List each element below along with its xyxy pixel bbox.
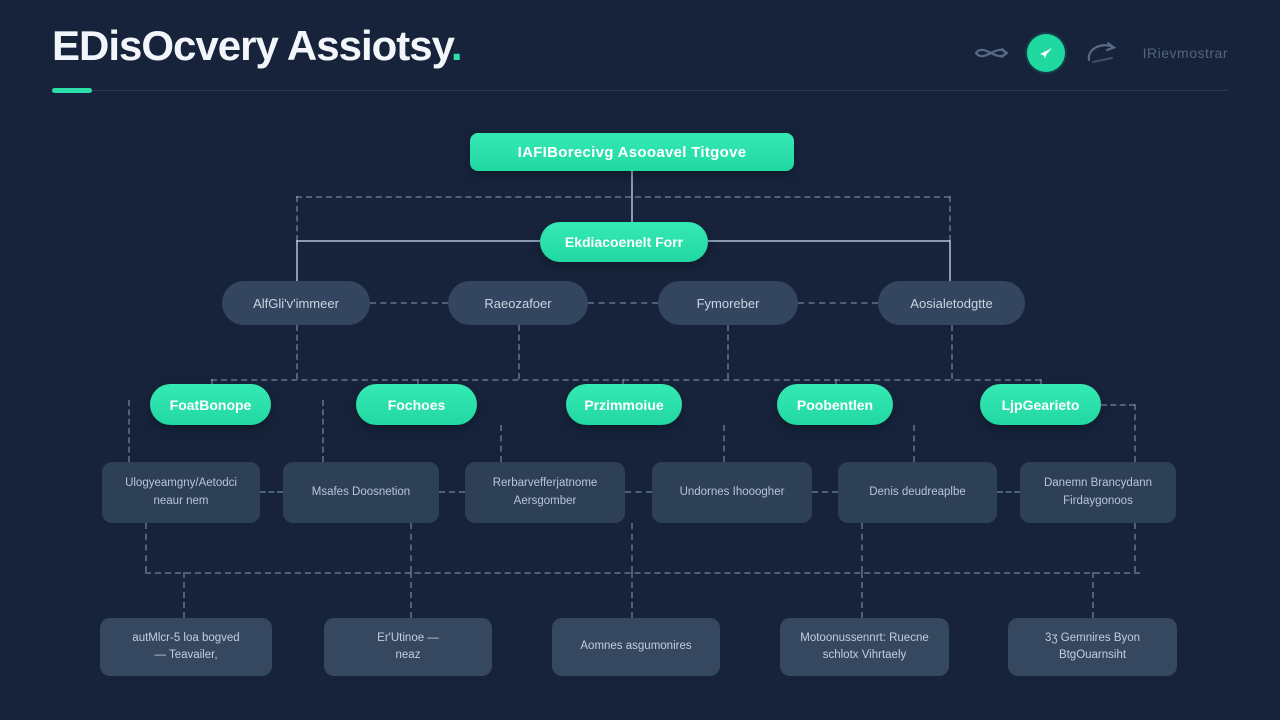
page-title: EDisOcvery Assiotsy. (52, 22, 463, 70)
connector-line (1134, 523, 1136, 572)
connector-line (625, 491, 652, 493)
org-node-level3: Aosialetodgtte (878, 281, 1025, 325)
org-node-level4: Poobentlen (777, 384, 893, 425)
connector-line (410, 523, 412, 572)
connector-line (500, 425, 502, 462)
page-title-text: EDisOcvery Assiotsy (52, 22, 452, 69)
connector-line (410, 572, 412, 618)
connector-line (1092, 572, 1094, 618)
connector-line (812, 491, 838, 493)
connector-line (322, 400, 324, 462)
connector-line (211, 379, 213, 387)
org-node-level4: FoatBonope (150, 384, 271, 425)
connector-line (631, 171, 633, 222)
connector-line (1134, 404, 1136, 462)
connector-line (1040, 379, 1042, 387)
connector-line (951, 325, 953, 379)
send-icon[interactable] (1026, 34, 1065, 72)
connector-line (588, 302, 658, 304)
org-node-level5: Rerbarvefferjatnome Aersgomber (465, 462, 625, 523)
org-node-level6: Er'Utinoe — neaz (324, 618, 492, 676)
shuffle-icon[interactable] (971, 33, 1011, 73)
connector-line (145, 523, 147, 572)
org-node-level4: Przimmoiue (566, 384, 682, 425)
org-node-level6: 3ʒ Gemnires Byon BtgOuarnsiht (1008, 618, 1177, 676)
org-node-level3: Fymoreber (658, 281, 798, 325)
header-divider (92, 90, 1228, 91)
title-accent-underline (52, 88, 92, 93)
org-node-level5: Danemn Brancydann Firdaygonoos (1020, 462, 1176, 523)
connector-line (861, 572, 863, 618)
connector-line (296, 325, 298, 379)
connector-line (861, 523, 863, 572)
connector-line (723, 425, 725, 462)
org-node-level5: Ulogyeamgny/Aetodci neaur nem (102, 462, 260, 523)
connector-line (949, 240, 951, 281)
connector-line (439, 491, 465, 493)
org-node-level5: Undornes Ihooogher (652, 462, 812, 523)
connector-line (622, 379, 624, 387)
connector-line (631, 572, 633, 618)
toolbar-label: IRievmostrar (1142, 45, 1228, 61)
connector-line (296, 196, 950, 198)
toolbar: IRievmostrar (971, 33, 1228, 73)
org-node-level6: autMlcr-5 loa bogved — Teavailer, (100, 618, 272, 676)
org-node-level6: Aomnes asgumonires (552, 618, 720, 676)
connector-line (296, 196, 298, 241)
org-node-level3: AlfGli'v'immeer (222, 281, 370, 325)
connector-line (211, 379, 1041, 381)
org-node-level4: Fochoes (356, 384, 477, 425)
connector-line (145, 572, 1140, 574)
connector-line (296, 240, 298, 281)
connector-line (417, 379, 419, 387)
connector-line (913, 425, 915, 462)
connector-line (727, 325, 729, 379)
connector-line (798, 302, 878, 304)
org-node-level5: Msafes Doosnetion (283, 462, 439, 523)
connector-line (631, 523, 633, 572)
connector-line (128, 400, 130, 462)
connector-line (997, 491, 1020, 493)
connector-line (183, 572, 185, 618)
page-title-accent-dot: . (450, 22, 463, 69)
redo-icon[interactable] (1081, 33, 1121, 73)
connector-line (835, 379, 837, 387)
org-node-root: IAFIBorecivg Asooavel Titgove (470, 133, 794, 171)
org-node-level3: Raeozafoer (448, 281, 588, 325)
connector-line (949, 196, 951, 241)
org-node-level6: Motoonussennrt: Ruecne schlotx Vihrtaely (780, 618, 949, 676)
connector-line (518, 325, 520, 379)
org-node-level5: Denis deudreaplbe (838, 462, 997, 523)
connector-line (260, 491, 283, 493)
org-node-manager: Ekdiacoenelt Forr (540, 222, 708, 262)
org-node-level4: LjpGearieto (980, 384, 1101, 425)
connector-line (370, 302, 448, 304)
connector-line (1101, 404, 1135, 406)
